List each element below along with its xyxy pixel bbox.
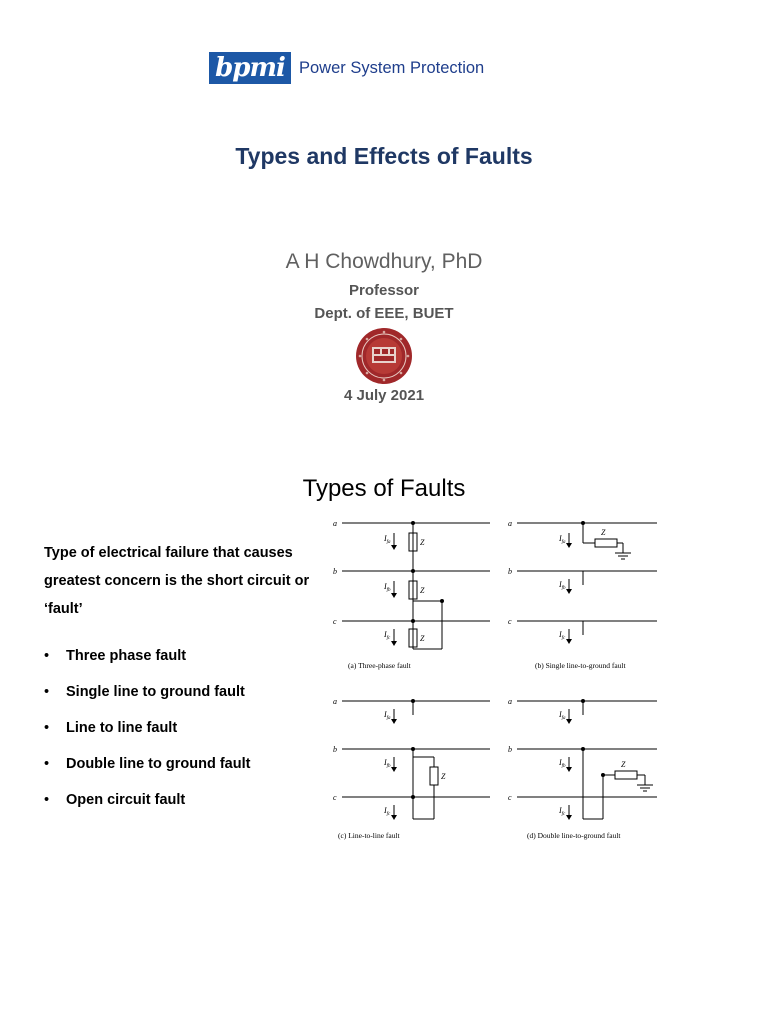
- bullet-icon: •: [44, 756, 50, 772]
- svg-text:Ifc: Ifc: [558, 806, 566, 817]
- line-label: a: [508, 519, 512, 528]
- slide-title: Types of Faults: [302, 475, 466, 502]
- bullet-icon: •: [44, 792, 50, 808]
- bullet-icon: •: [44, 648, 50, 664]
- svg-text:Ifc: Ifc: [558, 630, 566, 641]
- current-subscript: fb: [387, 764, 391, 769]
- current-label: I: [558, 534, 562, 543]
- list-item: •Single line to ground fault: [44, 684, 245, 700]
- fault-type-list: •Three phase fault •Single line to groun…: [44, 648, 250, 828]
- three-phase-fault-diagram: a b c Ifa Ifb Ifc Z Z Z (a) Three-phase …: [333, 519, 490, 670]
- line-label: c: [508, 793, 512, 802]
- line-label: a: [333, 697, 337, 706]
- slide-header: bpmi Power System Protection: [209, 52, 484, 84]
- line-label: a: [508, 697, 512, 706]
- line-label: b: [333, 745, 337, 754]
- current-label: I: [558, 758, 562, 767]
- current-label: I: [383, 630, 387, 639]
- current-subscript: fc: [387, 636, 391, 641]
- line-label: a: [333, 519, 337, 528]
- current-label: I: [383, 582, 387, 591]
- types-of-faults-slide: Types of Faults Type of electrical failu…: [0, 455, 768, 875]
- bullet-icon: •: [44, 720, 50, 736]
- diagram-caption: (b) Single line-to-ground fault: [535, 661, 627, 670]
- svg-text:Ifc: Ifc: [383, 630, 391, 641]
- current-subscript: fb: [387, 588, 391, 593]
- diagram-caption: (d) Double line-to-ground fault: [527, 831, 621, 840]
- svg-text:Ifc: Ifc: [383, 806, 391, 817]
- svg-text:Ifa: Ifa: [558, 710, 566, 721]
- impedance-label: Z: [420, 586, 425, 595]
- impedance-label: Z: [601, 528, 606, 537]
- current-label: I: [383, 534, 387, 543]
- current-label: I: [383, 710, 387, 719]
- diagram-caption: (c) Line-to-line fault: [338, 831, 401, 840]
- impedance-label: Z: [420, 634, 425, 643]
- current-subscript: fc: [562, 636, 566, 641]
- current-subscript: fb: [562, 586, 566, 591]
- list-item: •Line to line fault: [44, 720, 178, 736]
- list-item: •Open circuit fault: [44, 792, 186, 808]
- current-label: I: [558, 710, 562, 719]
- current-label: I: [558, 630, 562, 639]
- presentation-title: Types and Effects of Faults: [235, 143, 533, 169]
- impedance-label: Z: [420, 538, 425, 547]
- line-label: c: [508, 617, 512, 626]
- list-item: •Double line to ground fault: [44, 756, 251, 772]
- current-subscript: fa: [387, 716, 391, 721]
- current-label: I: [383, 806, 387, 815]
- svg-text:Ifb: Ifb: [383, 582, 391, 593]
- intro-paragraph: Type of electrical failure that causes g…: [44, 545, 310, 617]
- current-subscript: fc: [562, 812, 566, 817]
- bullet-icon: •: [44, 684, 50, 700]
- line-label: b: [508, 567, 512, 576]
- current-subscript: fb: [562, 764, 566, 769]
- impedance-label: Z: [441, 772, 446, 781]
- current-label: I: [558, 580, 562, 589]
- author-role: Professor: [348, 282, 420, 299]
- list-item: •Three phase fault: [44, 648, 187, 664]
- impedance-label: Z: [621, 760, 626, 769]
- title-slide: bpmi Power System Protection Types and E…: [0, 0, 768, 440]
- header-title: Power System Protection: [299, 58, 485, 77]
- line-to-line-fault-diagram: a b c Ifa Ifb Ifc Z (c) Line-to-line fau…: [333, 697, 490, 840]
- bpmi-logo: bpmi: [209, 52, 291, 84]
- author-department: Dept. of EEE, BUET: [314, 305, 454, 322]
- current-subscript: fa: [562, 716, 566, 721]
- double-line-to-ground-fault-diagram: a b c Ifa Ifb Ifc Z (d) Double line-to-g…: [508, 697, 657, 840]
- current-subscript: fa: [562, 540, 566, 545]
- svg-text:Ifa: Ifa: [383, 710, 391, 721]
- svg-text:Ifa: Ifa: [383, 534, 391, 545]
- line-label: b: [333, 567, 337, 576]
- svg-text:Ifb: Ifb: [558, 580, 566, 591]
- diagram-caption: (a) Three-phase fault: [348, 661, 412, 670]
- svg-text:Ifb: Ifb: [383, 758, 391, 769]
- svg-text:Ifa: Ifa: [558, 534, 566, 545]
- current-label: I: [383, 758, 387, 767]
- current-label: I: [558, 806, 562, 815]
- line-label: c: [333, 617, 337, 626]
- svg-text:Ifb: Ifb: [558, 758, 566, 769]
- presentation-date: 4 July 2021: [343, 387, 425, 404]
- line-label: b: [508, 745, 512, 754]
- current-subscript: fc: [387, 812, 391, 817]
- single-line-to-ground-fault-diagram: a b c Ifa Ifb Ifc Z (b) Single line-to-g…: [508, 519, 657, 670]
- current-subscript: fa: [387, 540, 391, 545]
- author-name: A H Chowdhury, PhD: [285, 250, 483, 273]
- line-label: c: [333, 793, 337, 802]
- buet-seal-icon: [356, 328, 412, 384]
